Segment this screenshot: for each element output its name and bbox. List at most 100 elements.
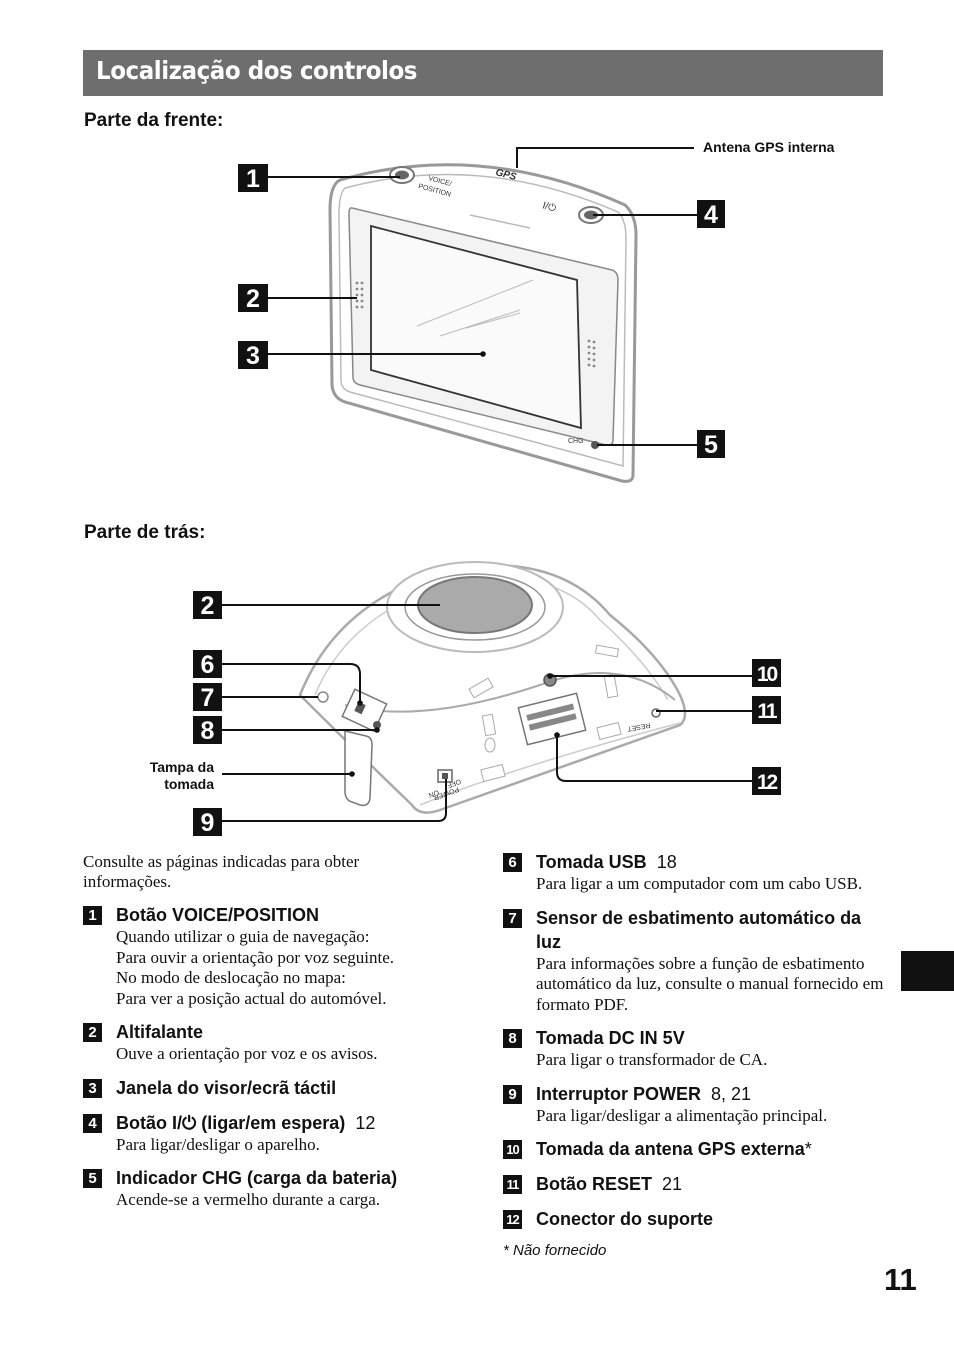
item-badge: 6: [503, 853, 522, 872]
list-item: 5 Indicador CHG (carga da bateria) Acend…: [83, 1166, 443, 1211]
callout-badge-7: 7: [193, 683, 222, 712]
socket-cover-label-2: tomada: [164, 776, 214, 792]
section-title: Localização dos controlos: [96, 56, 418, 85]
callout-badge-12: 12: [752, 767, 781, 795]
item-desc: Para ligar o transformador de CA.: [536, 1050, 768, 1069]
page-ref: 18: [656, 852, 677, 872]
item-title: Altifalante: [116, 1022, 204, 1042]
label-reset: RESET: [626, 721, 651, 732]
section-title-bar: Localização dos controlos: [83, 50, 883, 96]
svg-text:2: 2: [246, 285, 260, 313]
back-heading: Parte de trás:: [84, 522, 206, 543]
callout-badge-6: 6: [193, 650, 222, 679]
list-item: 10 Tomada da antena GPS externa*: [503, 1137, 888, 1161]
callout-badge-11: 11: [752, 696, 781, 724]
side-thumb-tab: [901, 951, 954, 991]
item-desc: Para ligar a um computador com um cabo U…: [536, 874, 863, 893]
callout-badge-1: 1: [238, 164, 268, 193]
item-badge: 9: [503, 1084, 522, 1104]
item-badge: 11: [503, 1175, 522, 1194]
callout-badge-4: 4: [697, 200, 725, 229]
svg-text:11: 11: [757, 700, 778, 723]
usb-dc-port-area[interactable]: [341, 688, 388, 733]
callout-badge-8: 8: [193, 716, 222, 745]
list-item: 2 Altifalante Ouve a orientação por voz …: [83, 1020, 443, 1065]
right-column: 6 Tomada USB 18 Para ligar a um computad…: [503, 850, 888, 1259]
item-title: Tomada DC IN 5V: [536, 1028, 685, 1048]
item-badge: 7: [503, 908, 522, 928]
svg-text:7: 7: [201, 684, 215, 712]
item-badge: 8: [503, 1029, 522, 1048]
list-item: 9 Interruptor POWER 8, 21 Para ligar/des…: [503, 1082, 888, 1127]
footnote-mark: *: [804, 1139, 812, 1159]
svg-text:4: 4: [704, 201, 718, 229]
item-title: Botão RESET 21: [536, 1174, 683, 1194]
svg-text:9: 9: [201, 809, 215, 837]
item-badge: 10: [503, 1140, 522, 1159]
svg-text:12: 12: [757, 771, 778, 794]
item-badge: 4: [83, 1113, 102, 1133]
svg-text:2: 2: [201, 592, 215, 620]
back-figure: RESET POWER ON OFF Tampa da tomada 2 6 7…: [0, 555, 954, 840]
item-title: Botão I/⏻ (ligar/em espera) 12: [116, 1112, 376, 1133]
label-power-symbol: I/⏻: [541, 200, 557, 214]
svg-text:1: 1: [246, 165, 260, 193]
back-device-illustration: RESET POWER ON OFF Tampa da tomada 2 6 7…: [150, 561, 781, 837]
list-item: 11 Botão RESET 21: [503, 1172, 888, 1196]
front-device-illustration: VOICE/ POSITION GPS I/⏻ CHG Antena GPS i…: [238, 140, 835, 483]
list-item: 8 Tomada DC IN 5V Para ligar o transform…: [503, 1026, 888, 1071]
socket-cover[interactable]: [344, 730, 373, 807]
item-badge: 1: [83, 906, 102, 925]
chg-indicator: [591, 441, 599, 449]
label-off: OFF: [446, 777, 462, 788]
svg-text:8: 8: [201, 717, 215, 745]
intro-text: Consulte as páginas indicadas para obter…: [83, 852, 360, 891]
item-title: Conector do suporte: [536, 1209, 714, 1229]
list-item: 4 Botão I/⏻ (ligar/em espera) 12 Para li…: [83, 1111, 443, 1156]
svg-text:10: 10: [757, 663, 778, 686]
antenna-gps-label: Antena GPS interna: [703, 140, 835, 155]
left-speaker-grille: [355, 281, 364, 309]
callout-badge-2: 2: [238, 284, 268, 313]
right-speaker-grille: [587, 339, 596, 368]
item-badge: 12: [503, 1210, 522, 1229]
item-badge: 2: [83, 1023, 102, 1042]
label-chg: CHG: [568, 438, 584, 445]
item-title: Janela do visor/ecrã táctil: [116, 1077, 337, 1098]
label-on: ON: [427, 788, 439, 798]
item-title: Tomada USB 18: [536, 852, 677, 872]
list-item: 6 Tomada USB 18 Para ligar a um computad…: [503, 850, 888, 895]
light-sensor: [317, 691, 329, 703]
item-desc: Para ligar/desligar o aparelho.: [116, 1134, 320, 1154]
svg-text:6: 6: [201, 651, 215, 679]
svg-text:5: 5: [704, 431, 718, 459]
socket-cover-label-1: Tampa da: [150, 759, 215, 775]
callout-badge-2-back: 2: [193, 591, 222, 620]
list-item: 7 Sensor de esbatimento automático da lu…: [503, 906, 888, 1016]
label-gps: GPS: [494, 167, 517, 183]
left-column: Consulte as páginas indicadas para obter…: [83, 852, 443, 1222]
page-ref: 21: [662, 1174, 683, 1194]
item-title: Interruptor POWER 8, 21: [536, 1083, 752, 1104]
front-heading: Parte da frente:: [84, 110, 224, 131]
list-item: 1 Botão VOICE/POSITION Quando utilizar o…: [83, 903, 443, 1009]
callout-badge-10: 10: [752, 659, 781, 687]
callout-badge-3: 3: [238, 341, 268, 370]
item-desc: Acende-se a vermelho durante a carga.: [116, 1190, 380, 1209]
list-item: 3 Janela do visor/ecrã táctil: [83, 1076, 443, 1100]
item-title: Tomada da antena GPS externa*: [536, 1139, 812, 1159]
list-item: 12 Conector do suporte: [503, 1207, 888, 1231]
callout-badge-9: 9: [193, 808, 222, 837]
page-ref: 12: [355, 1112, 376, 1133]
page-number: 11: [884, 1262, 917, 1297]
front-figure: VOICE/ POSITION GPS I/⏻ CHG Antena GPS i…: [0, 140, 954, 490]
item-desc: Para ligar/desligar a alimentação princi…: [536, 1105, 828, 1125]
display-screen[interactable]: [370, 224, 582, 430]
item-badge: 3: [83, 1078, 102, 1098]
item-desc: Ouve a orientação por voz e os avisos.: [116, 1044, 378, 1063]
item-title: Sensor de esbatimento automático da luz: [536, 907, 862, 952]
page-ref: 8, 21: [711, 1083, 752, 1104]
item-desc: Para informações sobre a função de esbat…: [536, 953, 884, 1014]
item-title: Indicador CHG (carga da bateria): [116, 1168, 398, 1188]
footnote: * Não fornecido: [503, 1242, 607, 1259]
